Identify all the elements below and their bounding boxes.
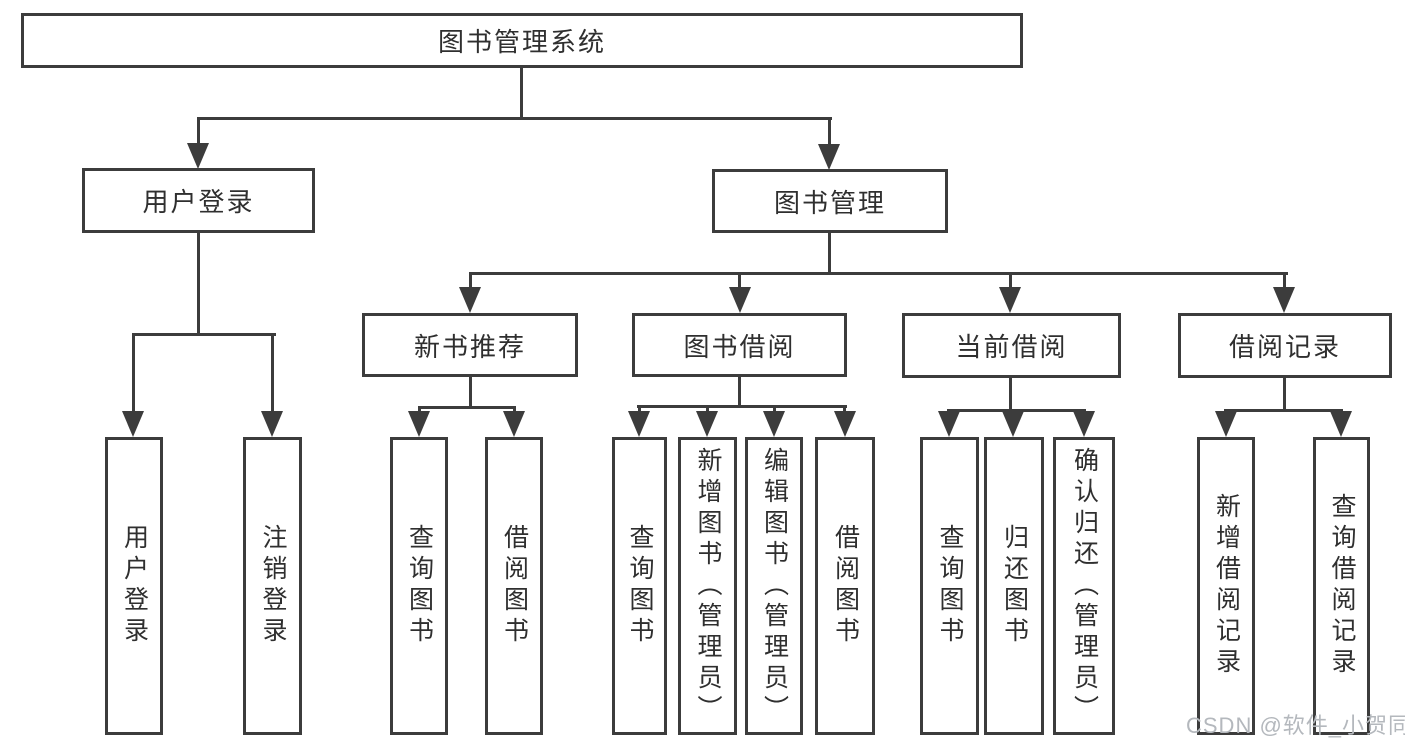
connector-line — [271, 333, 274, 413]
leaf-newrec-borrow-books: 借阅图书 — [485, 437, 543, 735]
arrow-down-icon — [1073, 411, 1095, 437]
arrow-down-icon — [818, 144, 840, 170]
connector-line — [828, 117, 831, 147]
arrow-down-icon — [696, 411, 718, 437]
leaf-records-add-record: 新增借阅记录 — [1197, 437, 1255, 735]
arrow-down-icon — [1002, 411, 1024, 437]
connector-line — [738, 377, 741, 408]
connector-line — [1283, 272, 1286, 292]
node-new-book-recommend: 新书推荐 — [362, 313, 578, 377]
connector-line — [469, 272, 1288, 275]
arrow-down-icon — [729, 287, 751, 313]
connector-line — [197, 233, 200, 336]
leaf-borrow-add-books-admin: 新增图书（管理员） — [678, 437, 737, 735]
arrow-down-icon — [408, 411, 430, 437]
arrow-down-icon — [834, 411, 856, 437]
connector-line — [773, 405, 776, 415]
connector-line — [197, 117, 832, 120]
arrow-down-icon — [122, 411, 144, 437]
leaf-borrow-edit-books-admin: 编辑图书（管理员） — [745, 437, 803, 735]
connector-line — [1009, 272, 1012, 292]
connector-line — [520, 68, 523, 120]
connector-line — [469, 272, 472, 292]
connector-line — [197, 117, 200, 147]
node-user-login: 用户登录 — [82, 168, 315, 233]
leaf-current-return-books: 归还图书 — [984, 437, 1044, 735]
arrow-down-icon — [503, 411, 525, 437]
node-book-borrow: 图书借阅 — [632, 313, 847, 377]
connector-line — [947, 409, 1086, 412]
arrow-down-icon — [459, 287, 481, 313]
connector-line — [1283, 378, 1286, 412]
arrow-down-icon — [999, 287, 1021, 313]
connector-line — [843, 405, 846, 415]
connector-line — [469, 377, 472, 409]
connector-line — [638, 405, 641, 415]
connector-line — [828, 233, 831, 275]
arrow-down-icon — [763, 411, 785, 437]
leaf-logout: 注销登录 — [243, 437, 302, 735]
csdn-watermark: CSDN @软件_小贺同学 — [1186, 713, 1405, 738]
connector-line — [706, 405, 709, 415]
arrow-down-icon — [1273, 287, 1295, 313]
node-root-system: 图书管理系统 — [21, 13, 1023, 68]
connector-line — [738, 272, 741, 292]
connector-line — [637, 405, 847, 408]
connector-line — [418, 406, 516, 409]
leaf-borrow-query-books: 查询图书 — [612, 437, 667, 735]
arrow-down-icon — [1330, 411, 1352, 437]
arrow-down-icon — [187, 143, 209, 169]
node-book-management: 图书管理 — [712, 169, 948, 233]
arrow-down-icon — [1215, 411, 1237, 437]
leaf-current-confirm-return-admin: 确认归还（管理员） — [1053, 437, 1115, 735]
connector-line — [1224, 409, 1343, 412]
leaf-current-query-books: 查询图书 — [920, 437, 979, 735]
arrow-down-icon — [261, 411, 283, 437]
leaf-user-login: 用户登录 — [105, 437, 163, 735]
connector-line — [1009, 378, 1012, 412]
connector-line — [132, 333, 276, 336]
leaf-newrec-query-books: 查询图书 — [390, 437, 448, 735]
arrow-down-icon — [628, 411, 650, 437]
node-current-borrow: 当前借阅 — [902, 313, 1121, 378]
leaf-records-query-record: 查询借阅记录 — [1313, 437, 1370, 735]
node-borrow-records: 借阅记录 — [1178, 313, 1392, 378]
arrow-down-icon — [938, 411, 960, 437]
connector-line — [132, 333, 135, 413]
leaf-borrow-borrow-books: 借阅图书 — [815, 437, 875, 735]
